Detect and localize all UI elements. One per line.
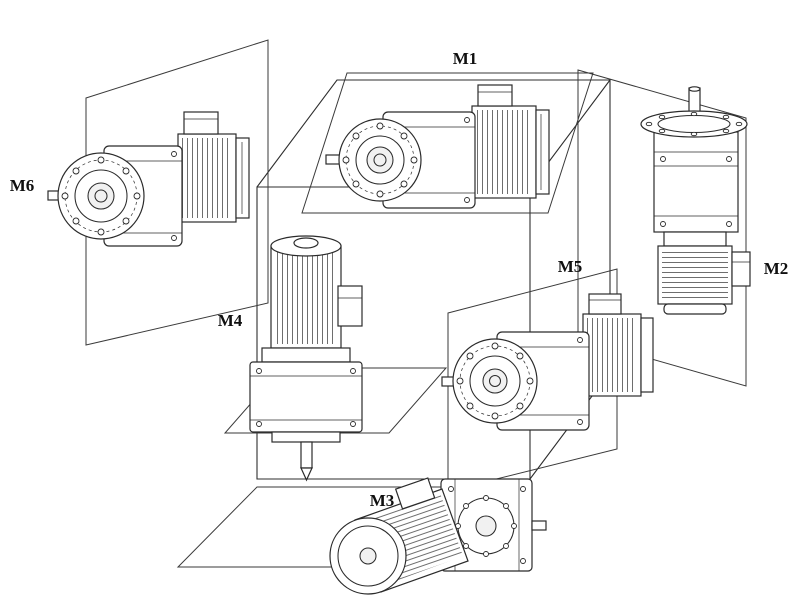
- motor-body: [270, 235, 363, 349]
- output-flange: [57, 152, 145, 240]
- terminal-box: [183, 111, 219, 135]
- motor-fins: [476, 110, 532, 194]
- label-m2: M2: [764, 259, 789, 278]
- motor-fins: [662, 250, 728, 300]
- gearmotor-m2: [640, 86, 751, 315]
- gearmotor-m3: [329, 477, 547, 595]
- terminal-box: [731, 251, 751, 287]
- motor-body: [471, 84, 550, 199]
- fan-cover: [235, 137, 250, 219]
- motor-body: [582, 293, 654, 397]
- output-shaft: [531, 520, 547, 531]
- mounting-plane-m5: [447, 268, 618, 492]
- motor-fins: [587, 318, 637, 392]
- gearmotor-m6: [47, 111, 250, 247]
- fan-cover: [535, 109, 550, 195]
- label-m5: M5: [558, 257, 583, 276]
- output-flange: [452, 338, 538, 424]
- motor-fins: [182, 138, 232, 218]
- terminal-box: [337, 285, 363, 327]
- terminal-box: [588, 293, 622, 315]
- terminal-box: [394, 477, 436, 510]
- gear-housing: [653, 131, 739, 233]
- motor-body: [177, 111, 250, 223]
- motor-adapter: [663, 231, 727, 247]
- output-flange: [640, 110, 748, 138]
- mounting-plane-m4: [223, 367, 448, 434]
- motor-body: [657, 245, 751, 315]
- label-m3: M3: [370, 491, 395, 510]
- gearmotor-m4: [249, 235, 363, 482]
- motor-fins: [275, 252, 337, 344]
- output-flange: [338, 118, 422, 202]
- label-m1: M1: [453, 49, 478, 68]
- motor-body: [329, 477, 469, 595]
- label-m6: M6: [10, 176, 35, 195]
- motor-adapter: [261, 347, 351, 363]
- end-cap: [663, 303, 727, 315]
- mounting-plane-m1: [301, 72, 594, 214]
- label-m4: M4: [218, 311, 243, 330]
- position-labels: M1 M2 M3 M4 M5 M6: [10, 49, 789, 510]
- mounting-plane-m6: [85, 39, 269, 346]
- terminal-box: [477, 84, 513, 107]
- gearmotor-m5: [441, 293, 654, 431]
- output-shaft: [300, 441, 313, 482]
- gearmotor-m1: [325, 84, 550, 209]
- gear-housing: [249, 361, 363, 443]
- fan-cover: [640, 317, 654, 393]
